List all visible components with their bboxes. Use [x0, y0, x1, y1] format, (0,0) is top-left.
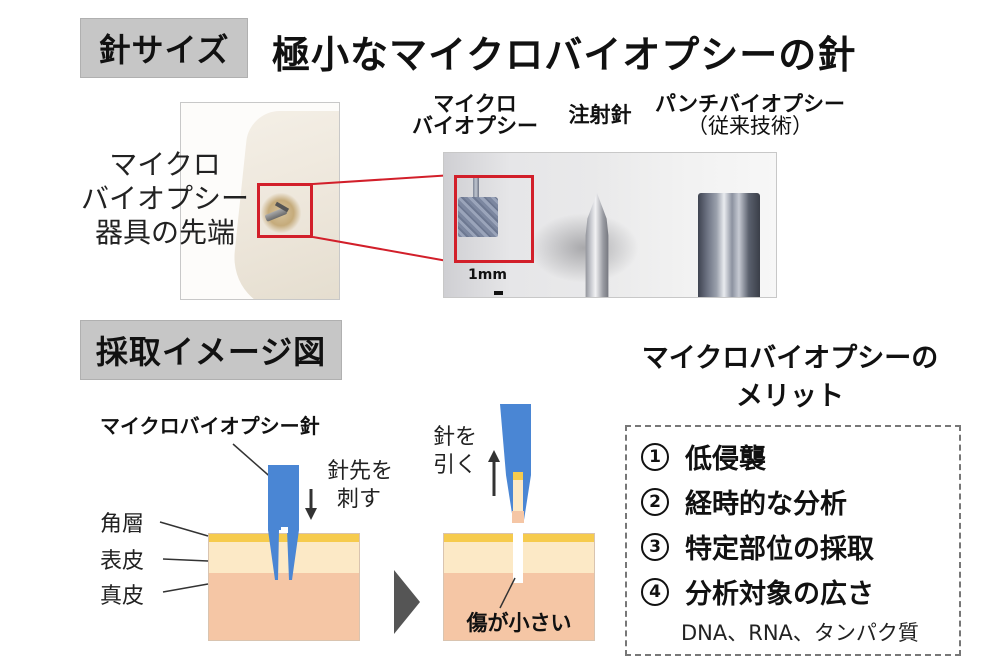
device-label-line: マイクロ — [109, 148, 221, 181]
microbiopsy-needle-stem — [473, 175, 479, 201]
merit-item: 4 分析対象の広さ — [641, 572, 874, 611]
next-step-arrow-icon — [394, 570, 420, 634]
merit-text: 低侵襲 — [685, 444, 766, 475]
merits-title-line: メリット — [736, 381, 844, 412]
merit-item: 1 低侵襲 — [641, 437, 766, 476]
merit-item: 2 経時的な分析 — [641, 482, 847, 521]
column-label-microbiopsy: マイクロ バイオプシー — [410, 93, 540, 137]
needle-comparison-photo: 1mm — [443, 152, 777, 298]
section-tag-label: 採取イメージ図 — [95, 333, 327, 371]
merit-text: 分析対象の広さ — [685, 579, 874, 610]
scale-bar — [494, 291, 503, 295]
device-tip-photo — [180, 102, 340, 300]
epidermis-layer — [209, 542, 359, 573]
dermis-layer — [209, 573, 359, 640]
merit-item: 3 特定部位の採取 — [641, 527, 874, 566]
column-label-subline: （従来技術） — [687, 114, 813, 138]
merits-title: マイクロバイオプシーの メリット — [600, 340, 980, 416]
dermis-layer — [444, 573, 594, 640]
merit-text: 経時的な分析 — [685, 489, 847, 520]
label-epidermis: 表皮 — [100, 549, 145, 574]
circled-number-icon: 2 — [641, 487, 669, 516]
step-text-line: 引く — [433, 453, 478, 478]
zoom-highlight-small — [257, 183, 313, 238]
section-tag-label: 針サイズ — [98, 31, 230, 69]
step-insert-text: 針先を 刺す — [327, 458, 393, 514]
column-label-punch-biopsy: パンチバイオプシー （従来技術） — [645, 93, 855, 137]
stratum-corneum-layer — [209, 534, 359, 542]
column-label-line: マイクロ — [433, 92, 517, 116]
step-text-line: 針を — [433, 425, 478, 450]
column-label-line: バイオプシー — [412, 114, 538, 138]
circled-number-icon: 1 — [641, 442, 669, 471]
injection-needle — [585, 193, 609, 297]
merit-note: DNA、RNA、タンパク質 — [681, 621, 919, 645]
circled-number-icon: 4 — [641, 577, 669, 606]
merit-text: 特定部位の採取 — [685, 534, 874, 565]
section-tag-sampling: 採取イメージ図 — [80, 320, 342, 380]
photo-shadow — [529, 213, 639, 283]
device-label-line: 器具の先端 — [94, 216, 235, 249]
device-tip-label: マイクロ バイオプシー 器具の先端 — [70, 148, 260, 250]
page-title: 極小なマイクロバイオプシーの針 — [272, 33, 857, 77]
step-text-line: 針先を — [327, 459, 394, 484]
section-tag-needle-size: 針サイズ — [80, 18, 248, 78]
scale-label: 1mm — [468, 267, 507, 283]
merits-title-line: マイクロバイオプシーの — [641, 343, 939, 374]
step-withdraw-text: 針を 引く — [433, 424, 477, 480]
label-stratum-corneum: 角層 — [100, 512, 145, 537]
circled-number-icon: 3 — [641, 532, 669, 561]
step-text-line: 刺す — [337, 487, 382, 512]
wound-caption: 傷が小さい — [466, 611, 572, 635]
microbiopsy-needle-body — [458, 197, 498, 237]
column-label-line: 注射針 — [568, 103, 632, 127]
device-label-line: バイオプシー — [80, 182, 249, 215]
zoom-highlight-large — [454, 175, 534, 263]
label-dermis: 真皮 — [100, 584, 145, 609]
skin-cross-section-insert — [208, 533, 360, 641]
punch-biopsy-tool — [698, 193, 760, 297]
needle-caption: マイクロバイオプシー針 — [100, 414, 320, 438]
merits-box: 1 低侵襲 2 経時的な分析 3 特定部位の採取 4 分析対象の広さ DNA、R… — [625, 425, 961, 656]
column-label-injection-needle: 注射針 — [555, 104, 645, 126]
column-label-line: パンチバイオプシー — [654, 92, 846, 116]
